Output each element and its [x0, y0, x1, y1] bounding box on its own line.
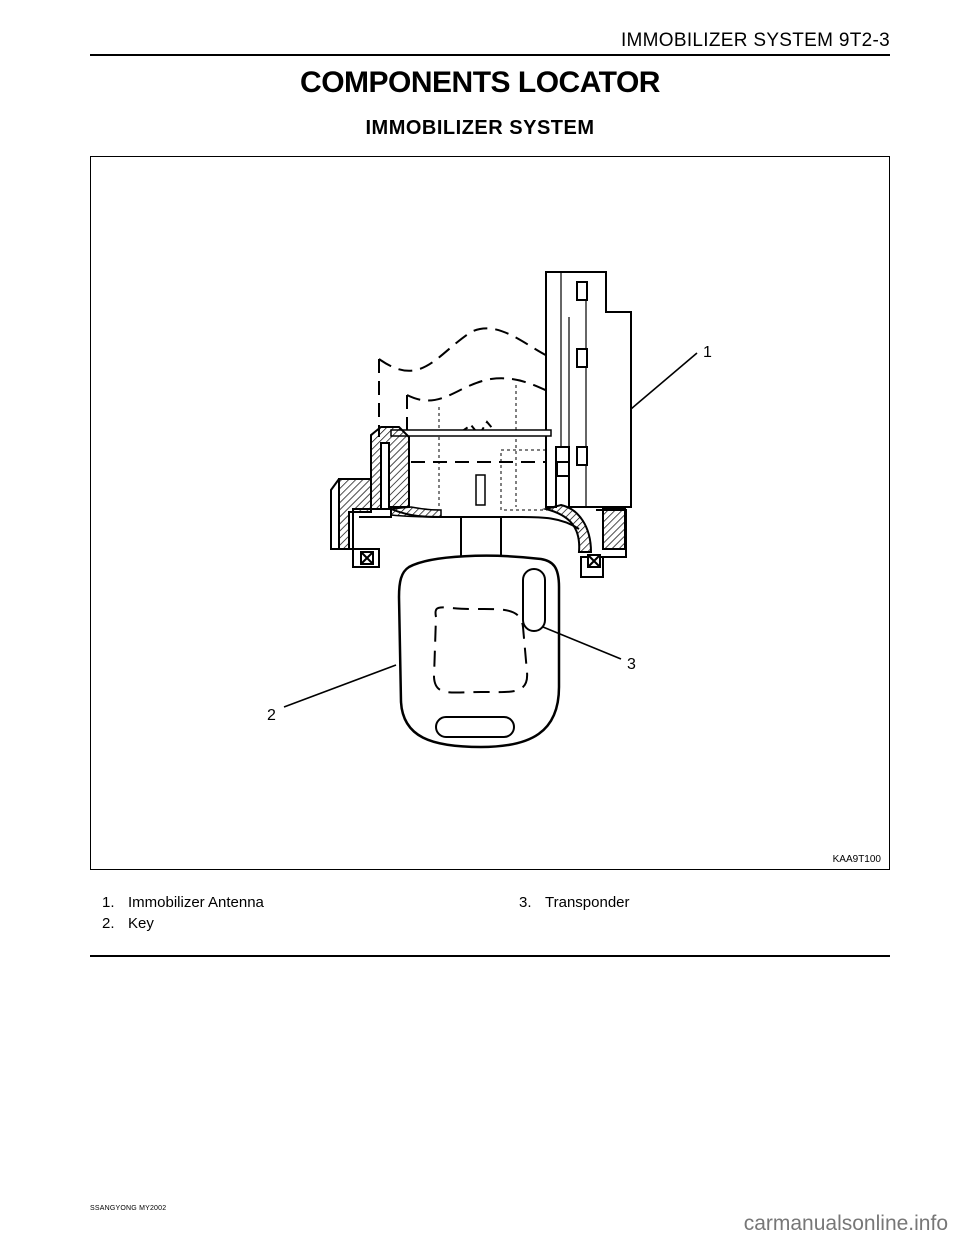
footer-brand: SSANGYONG MY2002	[90, 1205, 167, 1212]
key-dashed-panel	[432, 606, 529, 694]
legend-label: Key	[128, 915, 154, 932]
legend-number: 3.	[519, 894, 532, 911]
legend-item: 1. Immobilizer Antenna	[102, 892, 264, 913]
header-title: IMMOBILIZER SYSTEM 9T2-3	[620, 30, 890, 51]
figure-box: 1 2 3 KAA9T100	[90, 156, 890, 870]
legend-label: Transponder	[545, 894, 630, 911]
housing-right	[542, 503, 627, 578]
housing-left	[330, 426, 410, 568]
figure-code: KAA9T100	[832, 854, 881, 865]
key-head	[397, 554, 561, 749]
legend-right: 3. Transponder	[519, 892, 630, 913]
footer-rule	[90, 955, 890, 957]
antenna-mount-plate	[390, 429, 552, 437]
inner-key-outline	[460, 420, 494, 437]
legend-left: 1. Immobilizer Antenna 2. Key	[102, 892, 264, 934]
page-title: COMPONENTS LOCATOR	[300, 66, 660, 99]
center-shell-hatch	[390, 506, 442, 518]
leader-lines	[283, 352, 698, 708]
callout-1: 1	[703, 344, 712, 361]
watermark: carmanualsonline.info	[743, 1212, 948, 1235]
legend-item: 2. Key	[102, 913, 264, 934]
transponder	[522, 568, 546, 632]
column-thin-dashes	[438, 385, 550, 511]
key-stem-slot	[475, 474, 486, 506]
callout-3: 3	[627, 656, 636, 673]
legend-label: Immobilizer Antenna	[128, 894, 264, 911]
callout-2: 2	[267, 707, 276, 724]
key-shaft	[460, 517, 502, 559]
antenna-module	[545, 271, 632, 508]
immobilizer-diagram: 1 2 3	[267, 271, 712, 749]
section-title: IMMOBILIZER SYSTEM	[365, 117, 595, 139]
key-ring-slot	[435, 716, 515, 738]
legend-number: 1.	[102, 894, 115, 911]
legend-item: 3. Transponder	[519, 892, 630, 913]
legend-number: 2.	[102, 915, 115, 932]
header-rule	[90, 54, 890, 56]
